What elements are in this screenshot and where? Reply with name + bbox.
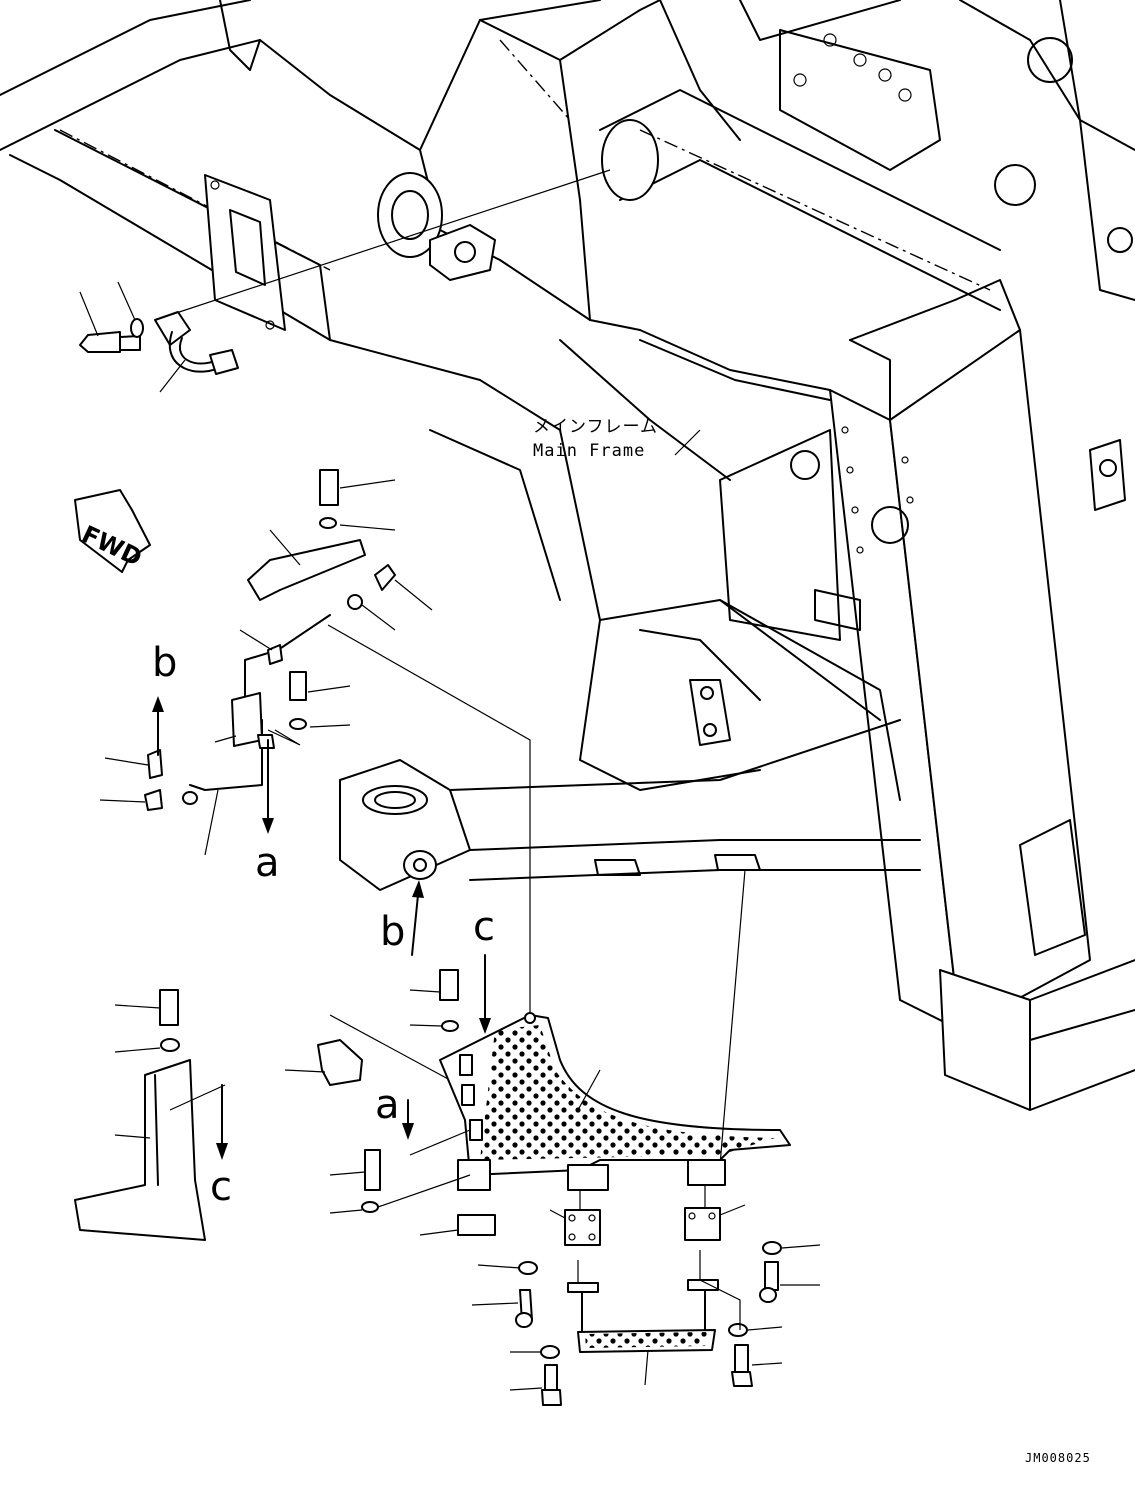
step-plate-assembly: a <box>329 869 821 1406</box>
callout-b-top: b <box>152 640 177 686</box>
cover-bracket-assembly: b a <box>99 469 531 1015</box>
main-frame-assembly <box>0 0 1135 1111</box>
callout-c-top: c <box>473 904 495 950</box>
pipe-clamp-assembly <box>79 169 611 393</box>
drawing-code: JM008025 <box>1025 1451 1091 1465</box>
fwd-arrow-icon: FWD <box>74 489 151 573</box>
callout-b-bottom: b <box>380 909 405 955</box>
callout-a-bottom: a <box>375 1082 400 1128</box>
main-frame-jp-label: メインフレーム <box>533 417 658 437</box>
side-cover-assembly: c <box>74 989 232 1241</box>
callout-c-bottom: c <box>210 1164 232 1210</box>
callout-c-top-group: c <box>473 904 495 1034</box>
callout-b-bottom-group: b <box>380 880 424 956</box>
small-bracket <box>284 1014 451 1086</box>
callout-a-top: a <box>255 840 280 886</box>
main-frame-label: メインフレーム Main Frame <box>533 417 701 461</box>
main-frame-en-label: Main Frame <box>533 441 645 461</box>
